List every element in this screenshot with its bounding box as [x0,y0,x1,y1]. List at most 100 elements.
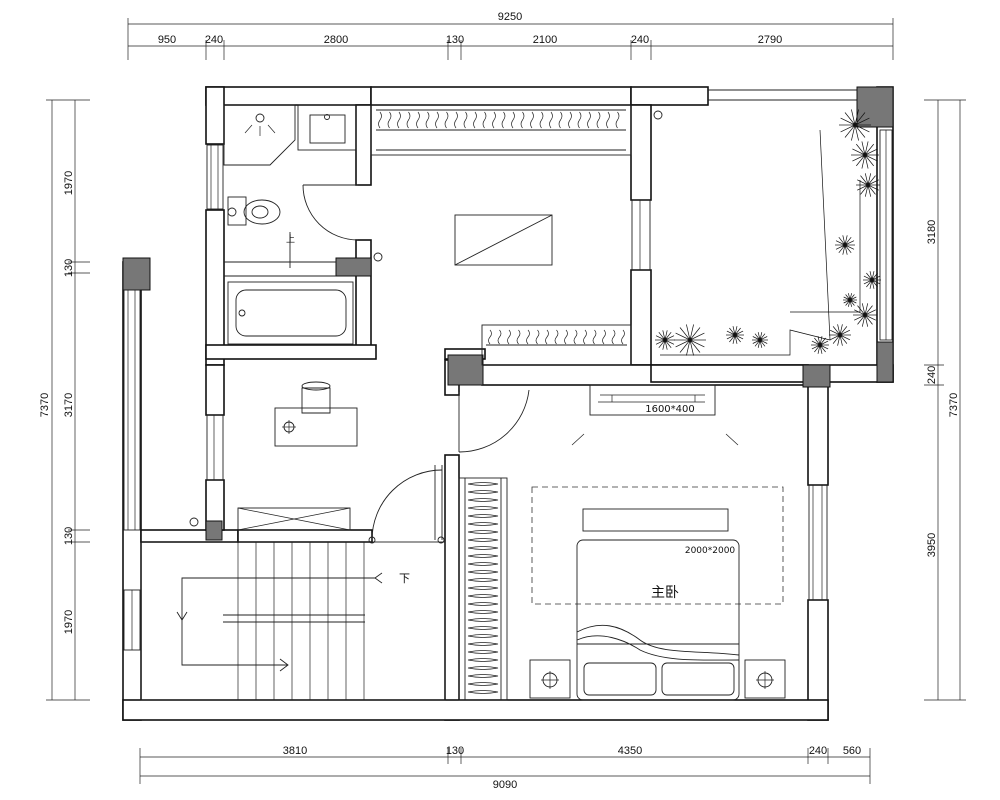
hanger [621,329,625,345]
plant-leaf [840,124,856,133]
hanger [416,111,420,129]
plant-leaf [844,235,848,246]
plant-leaf [817,344,821,354]
hanger [558,111,563,129]
hanger [467,690,499,694]
top-dim-7: 2790 [758,34,782,46]
hanger [577,111,582,129]
plant-leaf [842,235,846,246]
plant-center [842,242,848,248]
plant-leaf [863,279,873,285]
hanger [473,111,477,129]
plant-leaf [854,112,866,126]
hanger [587,111,591,129]
hanger [467,554,499,558]
plant-leaf [814,344,821,353]
hanger [467,562,499,566]
plant-center [869,277,875,283]
plant-leaf [849,299,855,306]
hanger [482,111,487,129]
plant-leaf [729,334,736,343]
plant-leaf [871,279,878,288]
plant-center [862,152,868,158]
plant-leaf [664,339,675,345]
hanger [467,570,499,574]
hanger [467,578,499,582]
hanger [511,111,515,129]
plant-leaf [658,339,666,349]
top-dimension-lines [127,18,894,60]
plant-leaf [726,330,736,336]
plant-leaf [679,327,691,341]
plant-leaf [844,124,856,138]
plant-leaf [854,124,866,138]
plant-leaf [871,279,881,285]
left-dim-2: 130 [63,259,75,277]
hanger [467,650,499,654]
tv-size-label: 1600*400 [645,404,695,415]
plant-leaf [664,335,675,341]
plant-leaf [845,299,851,306]
hanger [387,111,392,129]
hanger [516,329,521,345]
master-bedroom [458,384,786,701]
plant-leaf [866,279,873,288]
right-dimension-lines [924,99,966,701]
plant-leaf [844,244,855,250]
hanger [467,666,499,670]
left-total-dim: 7370 [39,393,51,417]
plant-leaf [734,334,744,340]
plant-center [852,122,858,128]
plant-leaf [819,344,823,354]
plant-leaf [863,275,873,281]
hanger [467,642,499,646]
plant-leaf [854,117,870,126]
hall-wardrobes [370,104,663,366]
hanger [467,506,499,510]
hanger [520,111,525,129]
top-dim-3: 2800 [324,34,348,46]
plant-leaf [866,272,873,281]
hanger [467,538,499,542]
hanger [507,329,511,345]
hanger [444,111,449,129]
hanger [378,111,382,129]
wardrobe-hangers-top [378,111,620,129]
plant-leaf [844,236,852,246]
plant-leaf [854,109,859,126]
plant-leaf [664,339,672,349]
hanger [615,111,620,129]
plant-leaf [679,339,691,353]
windows [123,129,893,651]
plant-leaf [757,339,761,348]
plant-leaf [754,333,761,341]
hanger [467,482,499,486]
hanger [467,530,499,534]
plant-leaf [662,330,666,341]
hanger [554,329,559,345]
plant-leaf [845,294,851,301]
plant-leaf [734,334,741,343]
left-dim-5: 1970 [63,610,75,634]
hanger [596,111,601,129]
plant-leaf [664,330,668,341]
hanger [606,111,610,129]
plant-leaf [842,244,846,255]
top-dim-4: 130 [446,34,464,46]
plant-leaf [871,279,875,289]
plant-leaf [871,275,881,281]
plant-leaf [840,117,856,126]
hanger [467,594,499,598]
bathroom-fixtures [223,104,359,345]
hanger [467,602,499,606]
hanger [467,546,499,550]
hanger [501,111,506,129]
wardrobe-hangers-mid [488,329,625,345]
plant-leaf [844,240,855,246]
bottom-dim-2: 130 [446,745,464,757]
hanger [467,634,499,638]
hanger [454,111,458,129]
plant-leaf [819,344,829,350]
plant-leaf [734,330,744,336]
terrace-plants [655,109,881,356]
